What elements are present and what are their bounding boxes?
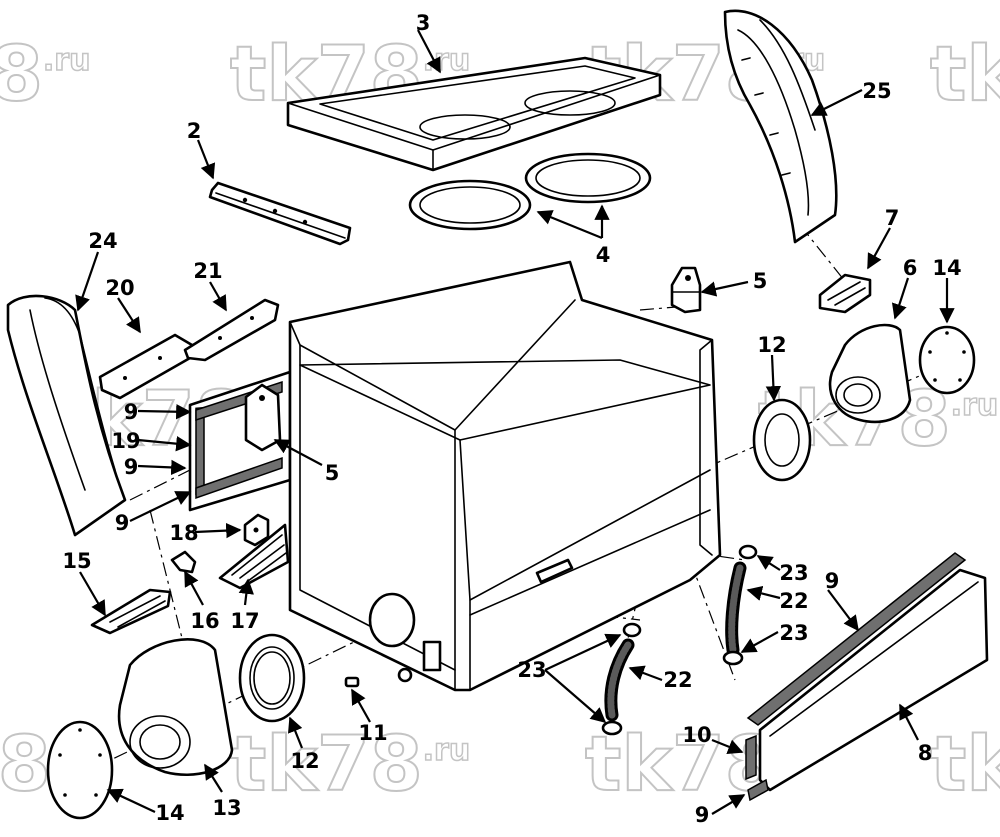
part-top-tray xyxy=(286,56,662,172)
callout-label: 12 xyxy=(290,749,319,773)
part-small-bracket-7 xyxy=(818,273,872,314)
callout-label: 9 xyxy=(695,803,710,827)
part-upper-duct xyxy=(723,9,838,244)
part-grille-17 xyxy=(218,523,290,590)
callout-label: 8 xyxy=(918,741,933,765)
watermark: 8.ru xyxy=(0,29,90,118)
callout-label: 14 xyxy=(155,801,184,825)
callout-label: 25 xyxy=(862,79,891,103)
callout-label: 20 xyxy=(105,276,134,300)
callout-label: 24 xyxy=(88,229,117,253)
part-flange-left xyxy=(238,633,306,723)
part-blower-right xyxy=(828,323,912,424)
part-bracket-bar xyxy=(208,181,352,246)
part-upper-bracket-5 xyxy=(670,266,702,314)
callout-label: 15 xyxy=(62,549,91,573)
callout-labels: 3 2 25 4 24 20 21 5 7 6 14 12 9 19 9 5 9… xyxy=(62,11,961,827)
watermark: tk xyxy=(930,29,1000,118)
watermark: tk78.ru xyxy=(230,29,470,118)
part-left-panel xyxy=(188,370,292,512)
callout-label: 17 xyxy=(230,609,259,633)
callout-label: 10 xyxy=(682,723,711,747)
part-left-duct xyxy=(6,294,127,537)
watermark: tk78.ru xyxy=(230,719,470,808)
callout-label: 14 xyxy=(932,256,961,280)
part-plug-11 xyxy=(344,676,360,688)
callout-label: 19 xyxy=(111,429,140,453)
callout-label: 16 xyxy=(190,609,219,633)
callout-label: 9 xyxy=(124,455,139,479)
leader-lines xyxy=(75,29,955,815)
callout-label: 22 xyxy=(779,589,808,613)
callout-label: 3 xyxy=(416,11,431,35)
callout-label: 9 xyxy=(115,511,130,535)
part-rings xyxy=(408,152,652,231)
watermark: tk xyxy=(930,719,1000,808)
part-clip-18 xyxy=(243,513,270,547)
callout-label: 12 xyxy=(757,333,786,357)
callout-label: 21 xyxy=(193,259,222,283)
callout-label: 22 xyxy=(663,668,692,692)
part-hoses xyxy=(601,544,758,736)
callout-label: 7 xyxy=(885,206,900,230)
part-cover-left xyxy=(46,720,114,820)
part-blower-left xyxy=(117,638,234,777)
part-bracket-15 xyxy=(90,588,172,635)
callout-label: 23 xyxy=(517,658,546,682)
callout-label: 18 xyxy=(169,521,198,545)
callout-label: 5 xyxy=(753,269,768,293)
part-bottom-panel xyxy=(745,552,989,802)
part-clip-16 xyxy=(170,550,197,574)
part-plates xyxy=(98,298,280,400)
callout-label: 4 xyxy=(596,243,611,267)
callout-label: 6 xyxy=(903,256,918,280)
part-cover-right xyxy=(918,325,976,395)
callout-label: 23 xyxy=(779,621,808,645)
callout-label: 9 xyxy=(124,400,139,424)
part-flange-right xyxy=(752,398,812,482)
callout-label: 11 xyxy=(358,721,387,745)
callout-label: 13 xyxy=(212,796,241,820)
callout-label: 5 xyxy=(325,461,340,485)
callout-label: 9 xyxy=(825,569,840,593)
callout-label: 2 xyxy=(187,119,202,143)
main-housing xyxy=(288,260,722,692)
callout-label: 23 xyxy=(779,561,808,585)
